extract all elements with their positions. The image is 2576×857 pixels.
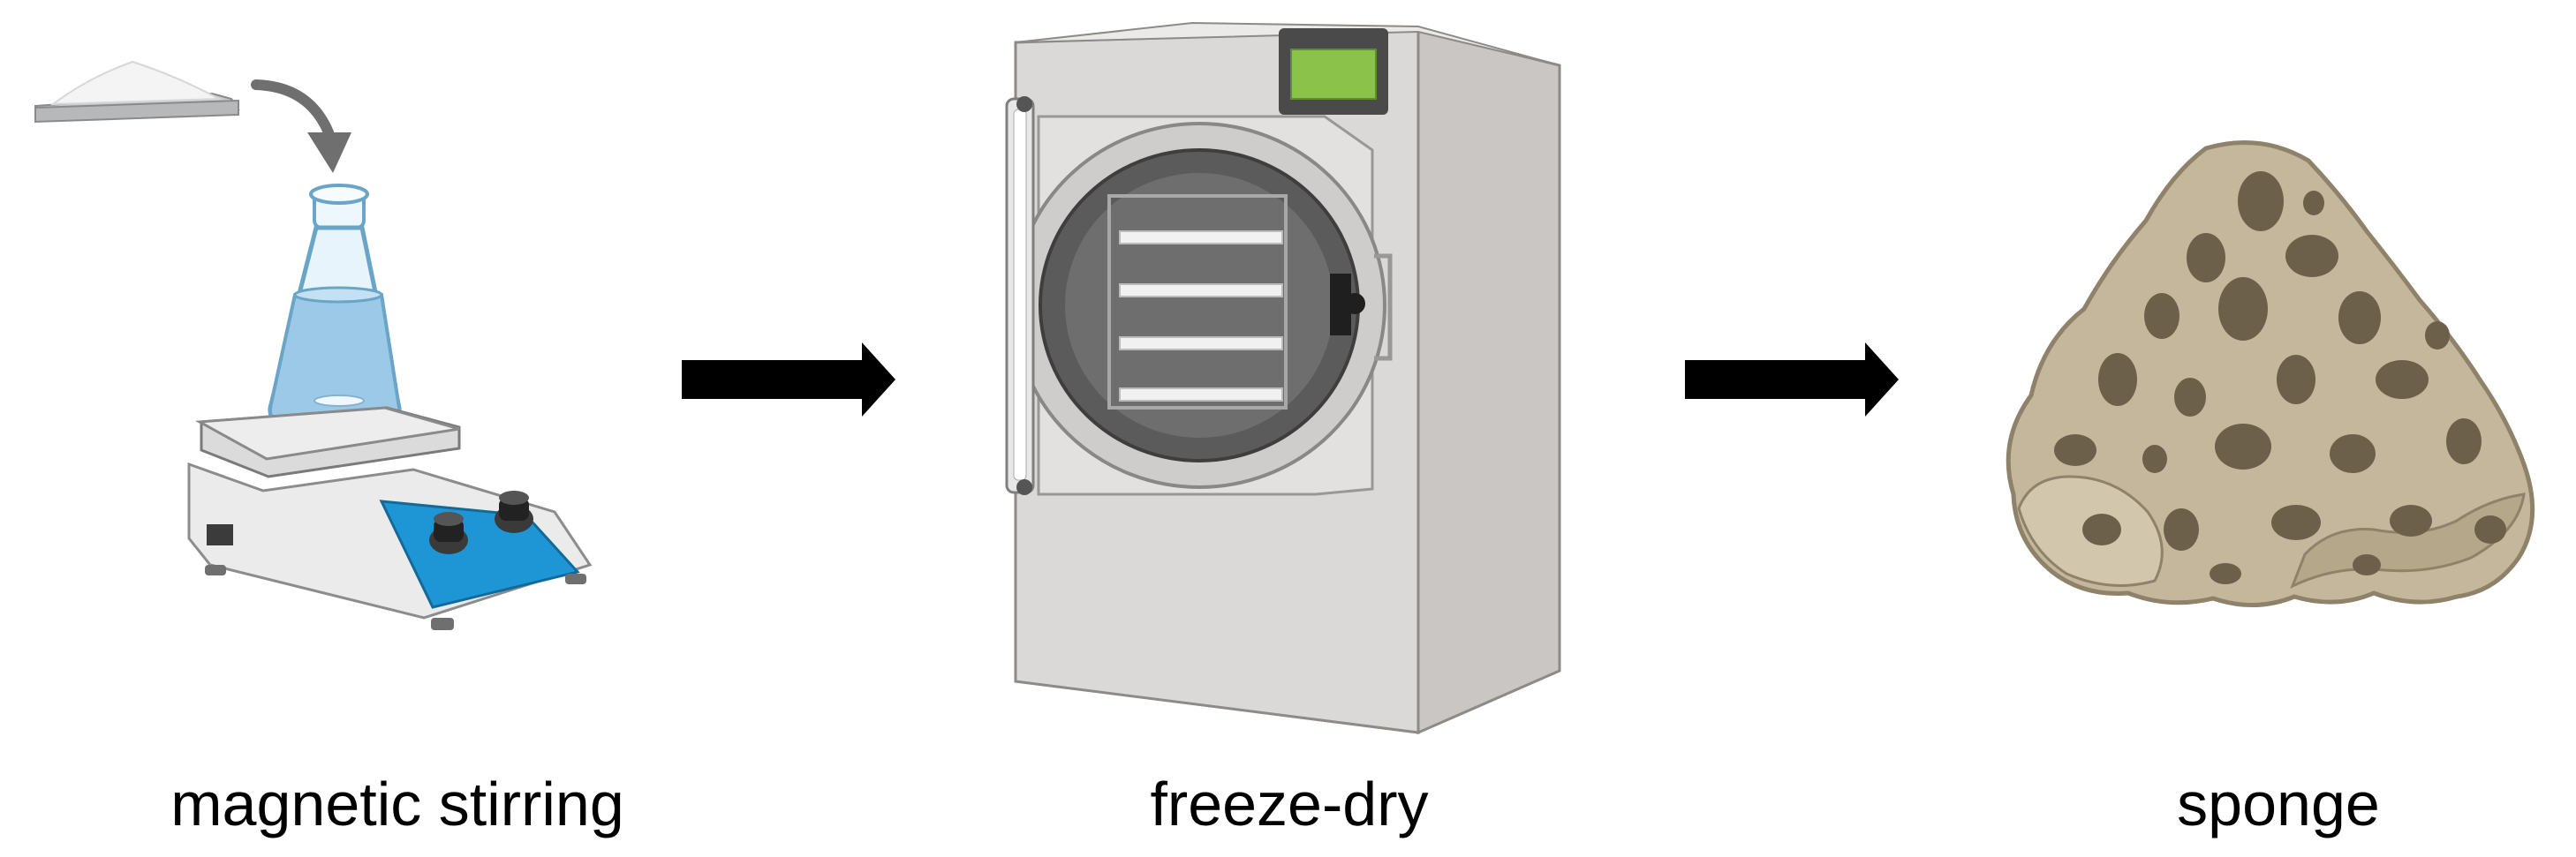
pour-arrow-icon [251,79,351,173]
step-label-freeze-dry: freeze-dry [1150,770,1429,838]
freeze-dryer-icon [1005,21,1561,735]
right-arrow-icon [682,342,895,417]
step-label-magnetic-stirring: magnetic stirring [170,770,624,838]
magnetic-stirrer-icon [187,406,593,630]
porous-sponge-icon [2006,140,2535,607]
powder-tray-icon [34,60,240,124]
step-label-sponge: sponge [2177,770,2380,838]
erlenmeyer-flask-icon [268,184,402,437]
right-arrow-icon [1685,342,1899,417]
